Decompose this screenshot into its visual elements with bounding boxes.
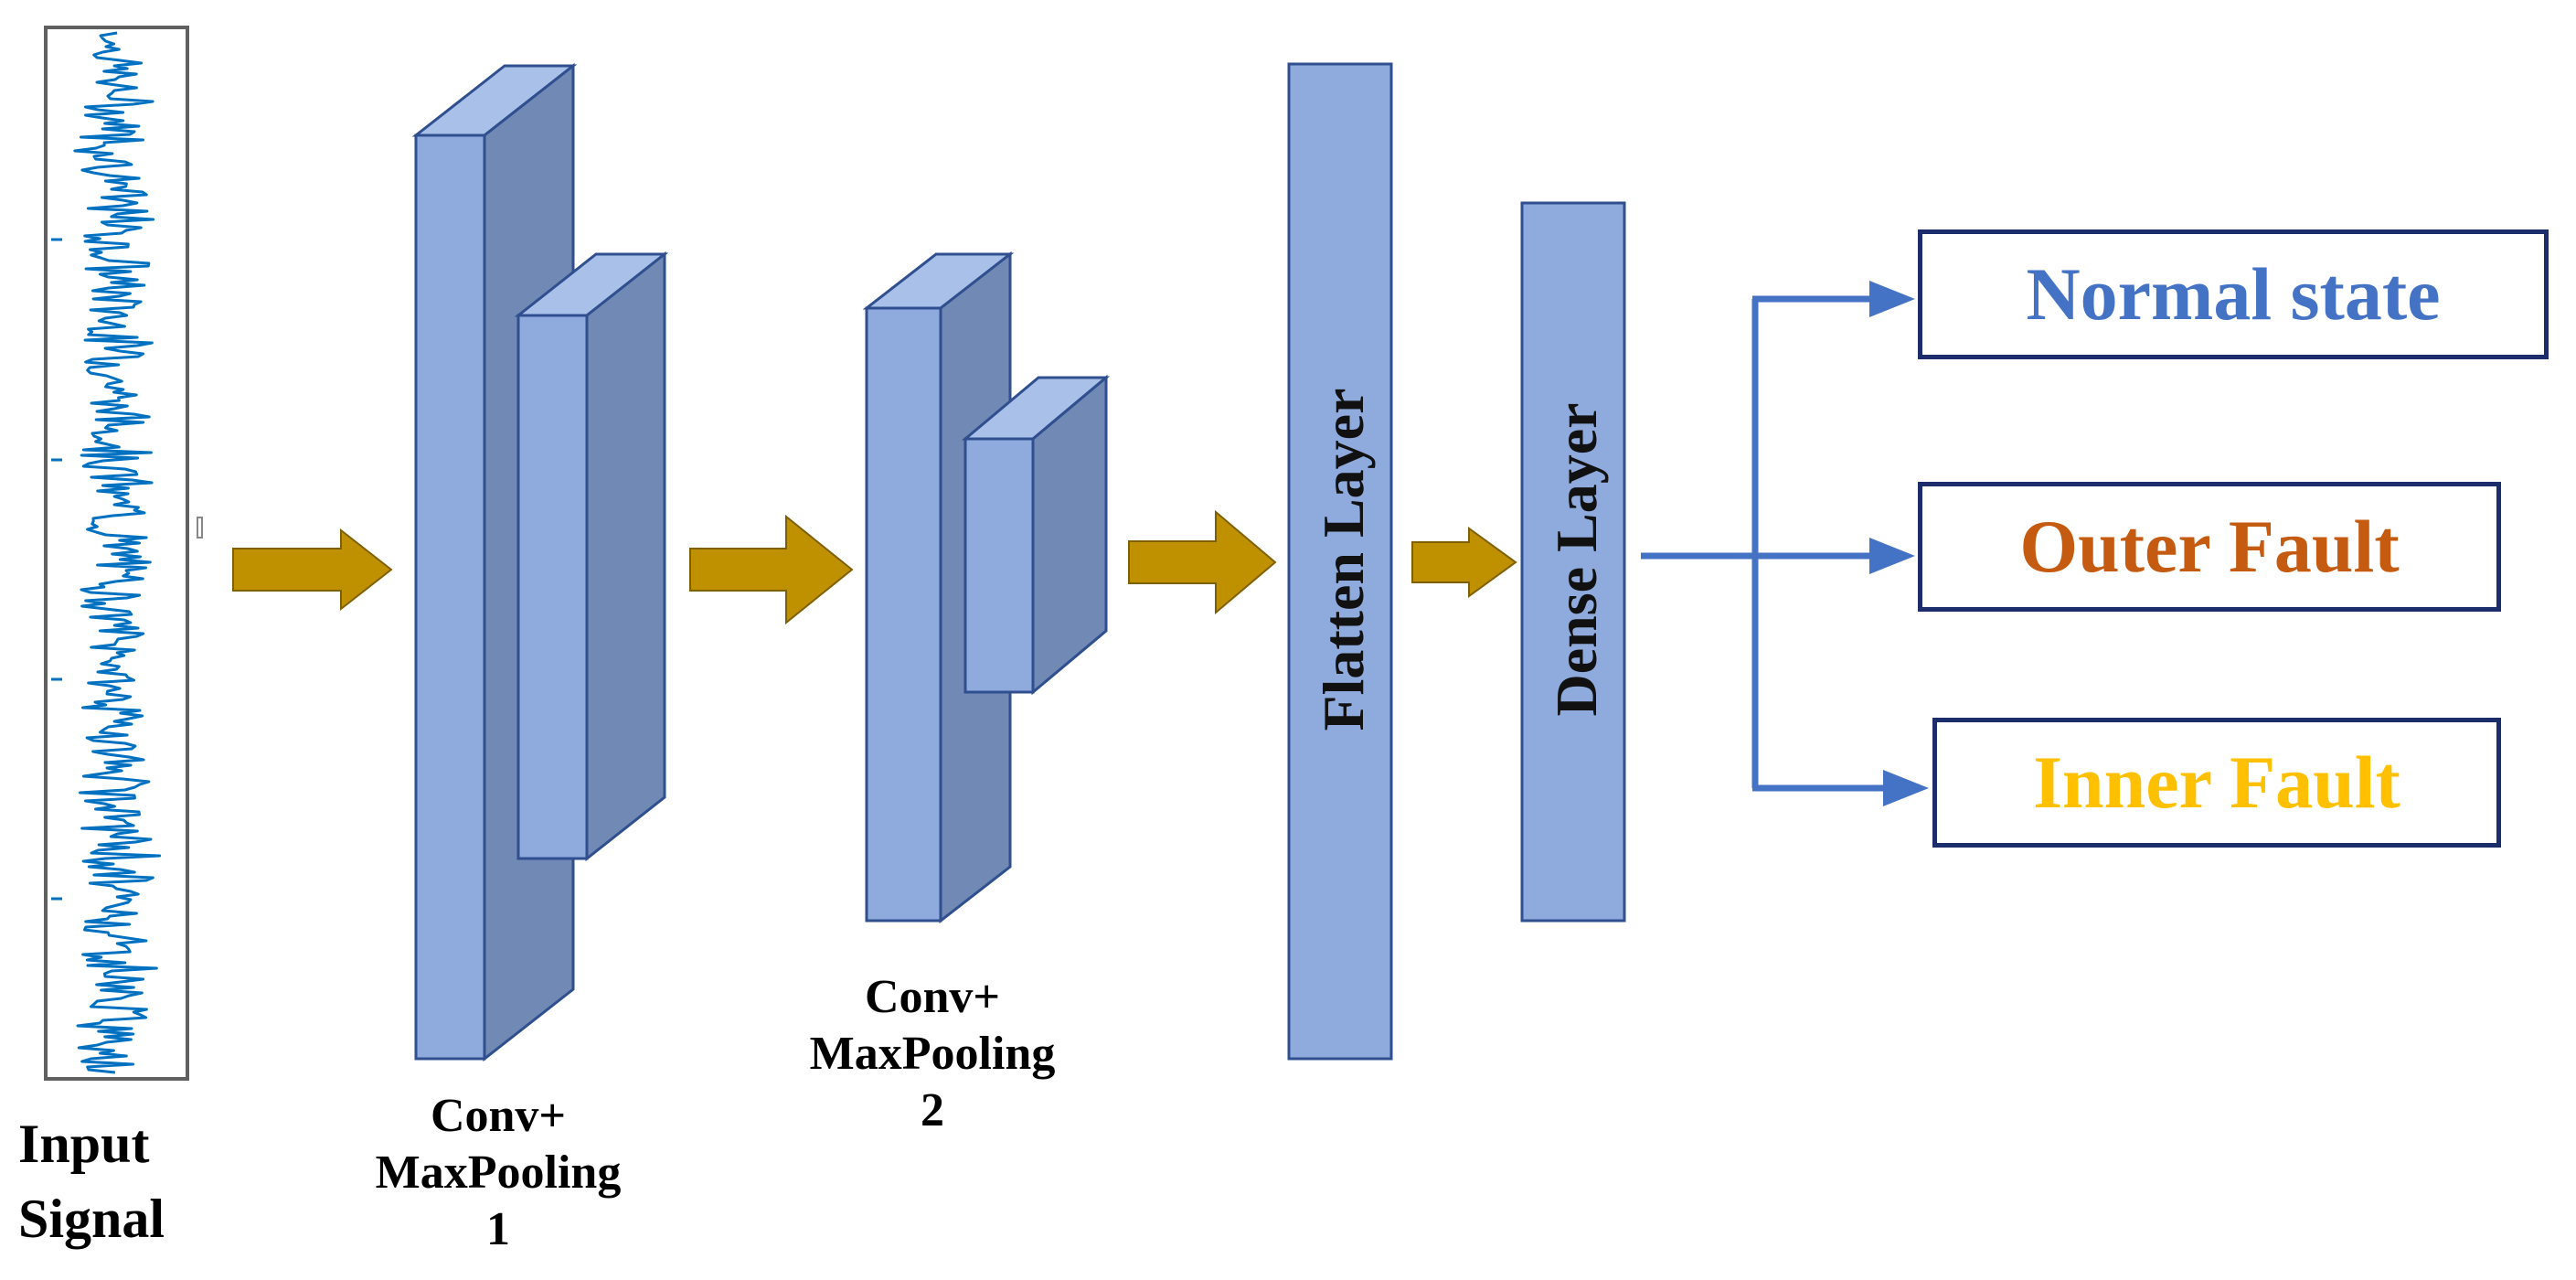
arrowhead-normal — [1869, 281, 1915, 317]
pool1-layer-side — [585, 251, 666, 862]
signal-marker — [197, 517, 203, 539]
conv-maxpool-block-2 — [862, 251, 1111, 924]
output-normal-state-box: Normal state — [1918, 229, 2549, 359]
flatten-layer — [1287, 62, 1393, 1061]
conv-maxpool-2-label: Conv+ MaxPooling 2 — [750, 969, 1115, 1139]
conv-maxpool-block-1 — [411, 62, 669, 1062]
conv2-label-line1: Conv+ — [864, 971, 1001, 1023]
flow-arrow-3 — [1128, 509, 1277, 615]
arrowhead-outer — [1869, 538, 1915, 574]
dense-layer — [1520, 201, 1626, 923]
conv1-layer-front — [414, 133, 486, 1061]
pool2-layer-front — [963, 437, 1035, 694]
flow-arrow-2 — [689, 514, 854, 625]
conv-maxpool-1-label: Conv+ MaxPooling 1 — [315, 1088, 681, 1258]
conv2-label-line3: 2 — [921, 1084, 944, 1136]
vibration-signal-waveform — [73, 31, 162, 1074]
conv1-label-line1: Conv+ — [430, 1090, 567, 1142]
input-label-line1: Input — [18, 1114, 150, 1174]
input-signal-panel — [44, 26, 203, 1081]
output-outer-fault-label: Outer Fault — [2019, 505, 2400, 588]
conv2-layer-front — [865, 306, 942, 923]
arrowhead-inner — [1883, 770, 1929, 806]
conv2-label-line2: MaxPooling — [809, 1028, 1056, 1080]
output-connectors — [1641, 281, 1929, 806]
conv1-label-line3: 1 — [486, 1203, 510, 1255]
input-label-line2: Signal — [18, 1189, 165, 1249]
dense-layer-label: Dense Layer — [1544, 402, 1609, 717]
output-normal-state-label: Normal state — [2026, 252, 2441, 336]
flow-arrow-1 — [232, 528, 393, 612]
conv1-label-line2: MaxPooling — [375, 1147, 622, 1199]
flatten-layer-label: Flatten Layer — [1311, 388, 1376, 731]
input-signal-label: Input Signal — [18, 1106, 238, 1256]
output-inner-fault-box: Inner Fault — [1932, 718, 2501, 848]
output-inner-fault-label: Inner Fault — [2033, 741, 2400, 824]
output-outer-fault-box: Outer Fault — [1918, 482, 2501, 612]
pool1-layer-front — [516, 314, 589, 860]
flow-arrow-4 — [1411, 527, 1517, 598]
